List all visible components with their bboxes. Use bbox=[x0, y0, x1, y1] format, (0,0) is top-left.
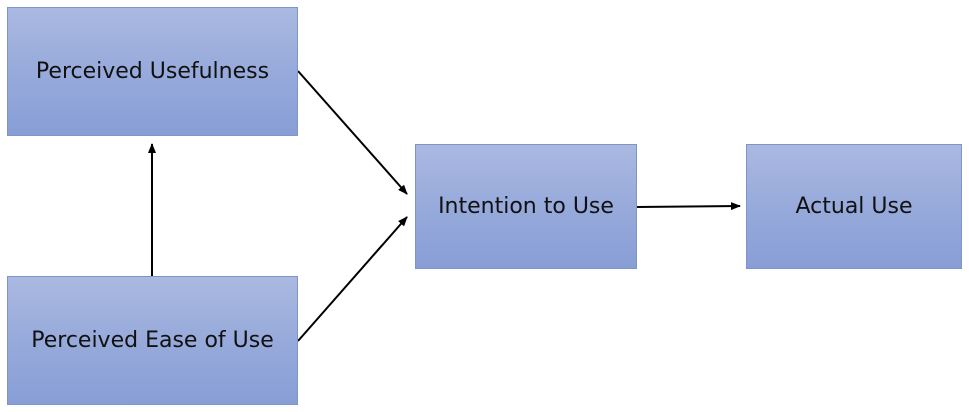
node-perceived-usefulness: Perceived Usefulness bbox=[7, 7, 298, 136]
node-actual-use: Actual Use bbox=[746, 144, 962, 269]
edge-pu-to-itu bbox=[297, 70, 408, 195]
node-perceived-ease-of-use: Perceived Ease of Use bbox=[7, 276, 298, 405]
node-label: Intention to Use bbox=[438, 194, 614, 219]
edge-itu-to-au bbox=[636, 202, 741, 211]
node-label: Actual Use bbox=[795, 194, 913, 219]
node-label: Perceived Usefulness bbox=[35, 59, 270, 84]
edge-peu-to-itu bbox=[297, 216, 408, 342]
node-label: Perceived Ease of Use bbox=[31, 328, 274, 353]
node-intention-to-use: Intention to Use bbox=[415, 144, 637, 269]
